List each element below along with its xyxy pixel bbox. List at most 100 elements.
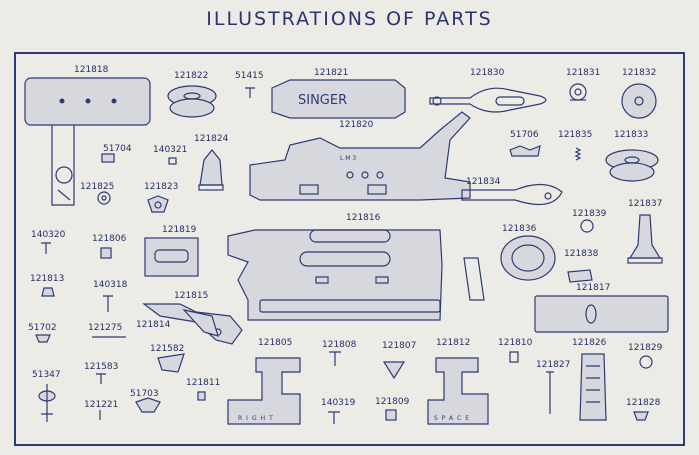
part-121833-spool bbox=[605, 149, 659, 182]
part-121825-washer bbox=[97, 191, 111, 205]
part-121818-bracket bbox=[24, 77, 151, 206]
part-label-121812: 121812 bbox=[436, 338, 471, 348]
part-121830-lever bbox=[429, 87, 547, 113]
part-121806-square bbox=[100, 247, 112, 259]
part-121814-hook bbox=[182, 309, 219, 337]
part-label-51704: 51704 bbox=[103, 144, 132, 154]
part-121838-clip bbox=[567, 269, 593, 283]
part-121831-clip bbox=[569, 83, 587, 101]
part-label-121827: 121827 bbox=[536, 360, 571, 370]
part-121827-stud bbox=[546, 371, 554, 414]
part-121839-ring bbox=[580, 219, 594, 233]
part-label-121839: 121839 bbox=[572, 209, 607, 219]
page-title: ILLUSTRATIONS OF PARTS bbox=[206, 8, 493, 30]
part-121816-plate bbox=[227, 229, 485, 321]
singer-brand-text: SINGER bbox=[298, 93, 347, 108]
part-label-121823: 121823 bbox=[144, 182, 179, 192]
part-label-121830: 121830 bbox=[470, 68, 505, 78]
part-label-51706: 51706 bbox=[510, 130, 539, 140]
part-label-121820: 121820 bbox=[339, 120, 374, 130]
part-label-51347: 51347 bbox=[32, 370, 61, 380]
part-label-121836: 121836 bbox=[502, 224, 537, 234]
part-140320-screw bbox=[41, 242, 51, 254]
part-label-140320: 140320 bbox=[31, 230, 66, 240]
part-label-121835: 121835 bbox=[558, 130, 593, 140]
part-121824-post bbox=[198, 149, 224, 191]
part-121822-pulley bbox=[167, 85, 217, 118]
part-label-121811: 121811 bbox=[186, 378, 221, 388]
part-label-121815: 121815 bbox=[174, 291, 209, 301]
part-121835-spring bbox=[574, 147, 582, 161]
part-121826-plate bbox=[579, 353, 607, 421]
part-label-121221: 121221 bbox=[84, 400, 119, 410]
part-51703-wingnut bbox=[135, 397, 161, 413]
part-label-121824: 121824 bbox=[194, 134, 229, 144]
part-label-121582: 121582 bbox=[150, 344, 185, 354]
part-label-121818: 121818 bbox=[74, 65, 109, 75]
gauge-word-right: SPACE bbox=[434, 415, 473, 422]
part-121817-bar bbox=[534, 295, 669, 333]
part-121832-washer bbox=[621, 83, 657, 119]
part-121819-plate bbox=[144, 237, 199, 277]
part-label-140318: 140318 bbox=[93, 280, 128, 290]
part-121583-screw bbox=[96, 373, 106, 384]
part-121834-lever bbox=[461, 183, 563, 206]
part-label-121806: 121806 bbox=[92, 234, 127, 244]
part-label-121822: 121822 bbox=[174, 71, 209, 81]
part-label-121816: 121816 bbox=[346, 213, 381, 223]
part-121582-cam bbox=[157, 353, 185, 373]
part-51702-screw bbox=[35, 334, 51, 343]
part-label-121834: 121834 bbox=[466, 177, 501, 187]
part-label-51703: 51703 bbox=[130, 389, 159, 399]
part-140321-screw bbox=[168, 157, 177, 165]
part-121809-square bbox=[385, 409, 397, 421]
part-121823-bracket bbox=[147, 195, 169, 213]
part-label-121807: 121807 bbox=[382, 341, 417, 351]
part-121836-ring bbox=[500, 235, 556, 281]
part-121813-knob bbox=[41, 287, 55, 297]
part-label-121805: 121805 bbox=[258, 338, 293, 348]
part-label-121832: 121832 bbox=[622, 68, 657, 78]
part-label-121810: 121810 bbox=[498, 338, 533, 348]
part-121812-gauge: SPACE bbox=[427, 357, 489, 425]
plate-marks: L M 3 bbox=[340, 155, 356, 162]
part-121829-washer bbox=[639, 355, 653, 369]
part-label-121819: 121819 bbox=[162, 225, 197, 235]
part-label-121825: 121825 bbox=[80, 182, 115, 192]
part-label-121809: 121809 bbox=[375, 397, 410, 407]
part-51704-nut bbox=[101, 153, 115, 163]
part-121821-nameplate: SINGER bbox=[271, 79, 406, 119]
part-label-121817: 121817 bbox=[576, 283, 611, 293]
part-121820-frame: L M 3 bbox=[249, 111, 471, 201]
gauge-word-left: RIGHT bbox=[238, 415, 277, 422]
part-label-121275: 121275 bbox=[88, 323, 123, 333]
part-label-121831: 121831 bbox=[566, 68, 601, 78]
part-label-121813: 121813 bbox=[30, 274, 65, 284]
part-label-121814: 121814 bbox=[136, 320, 171, 330]
part-label-121808: 121808 bbox=[322, 340, 357, 350]
part-label-140321: 140321 bbox=[153, 145, 188, 155]
parts-frame bbox=[14, 52, 685, 446]
part-51706-wingnut bbox=[509, 145, 541, 157]
part-140318-screw bbox=[103, 295, 113, 312]
part-121805-gauge: RIGHT bbox=[227, 357, 301, 425]
part-121811-nut bbox=[197, 391, 206, 401]
part-label-121828: 121828 bbox=[626, 398, 661, 408]
part-label-121833: 121833 bbox=[614, 130, 649, 140]
part-label-121821: 121821 bbox=[314, 68, 349, 78]
part-121837-post bbox=[627, 214, 663, 264]
part-label-51415: 51415 bbox=[235, 71, 264, 81]
part-label-121838: 121838 bbox=[564, 249, 599, 259]
part-51415-screw bbox=[245, 87, 255, 98]
part-label-121583: 121583 bbox=[84, 362, 119, 372]
part-121828-screw bbox=[633, 411, 649, 421]
part-label-121837: 121837 bbox=[628, 199, 663, 209]
part-label-51702: 51702 bbox=[28, 323, 57, 333]
part-51347-thumbscrew bbox=[38, 384, 56, 422]
part-label-121826: 121826 bbox=[572, 338, 607, 348]
part-121808-screw bbox=[329, 351, 341, 366]
part-121810-screw bbox=[509, 351, 519, 363]
part-140319-screw bbox=[328, 411, 340, 424]
part-121807-cam bbox=[382, 361, 406, 380]
